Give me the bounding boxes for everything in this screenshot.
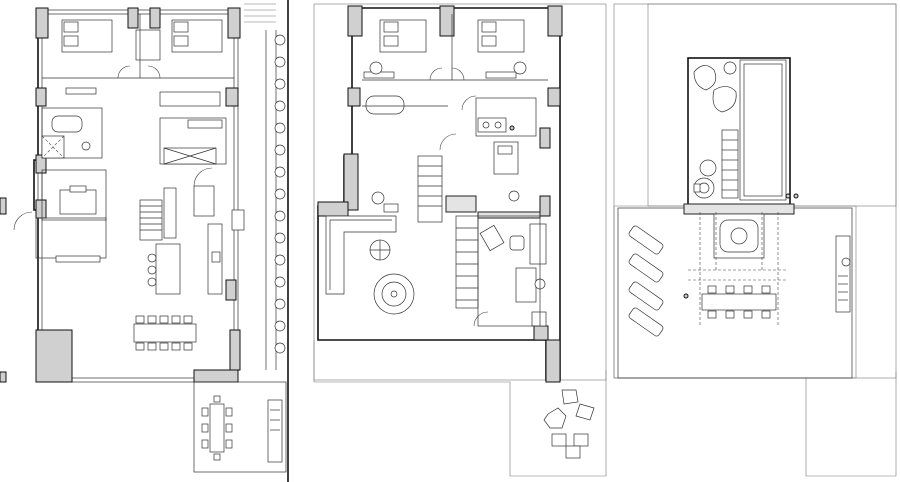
roof-staircase — [721, 129, 739, 199]
balcony-lounge-chairs — [543, 389, 595, 459]
pergola-columns — [274, 34, 286, 354]
sun-loungers — [628, 225, 664, 337]
staircase — [139, 199, 163, 241]
kitchen-island — [155, 243, 181, 295]
hot-tub — [713, 213, 765, 259]
first-floor-plan — [313, 3, 607, 477]
outdoor-kitchen-counter — [835, 235, 851, 313]
wall-column — [35, 7, 49, 39]
l-shaped-sofa — [325, 215, 397, 295]
terrace-dining-table — [201, 395, 233, 461]
lounge-chair — [479, 224, 505, 252]
wardrobe — [59, 189, 97, 215]
ground-floor-plan — [0, 0, 289, 482]
staircase — [417, 155, 479, 309]
bathtub — [51, 115, 83, 133]
dining-table — [133, 315, 197, 351]
bathtub — [365, 95, 405, 115]
roof-terrace-plan — [613, 3, 897, 477]
roof-dining-table — [701, 285, 777, 319]
